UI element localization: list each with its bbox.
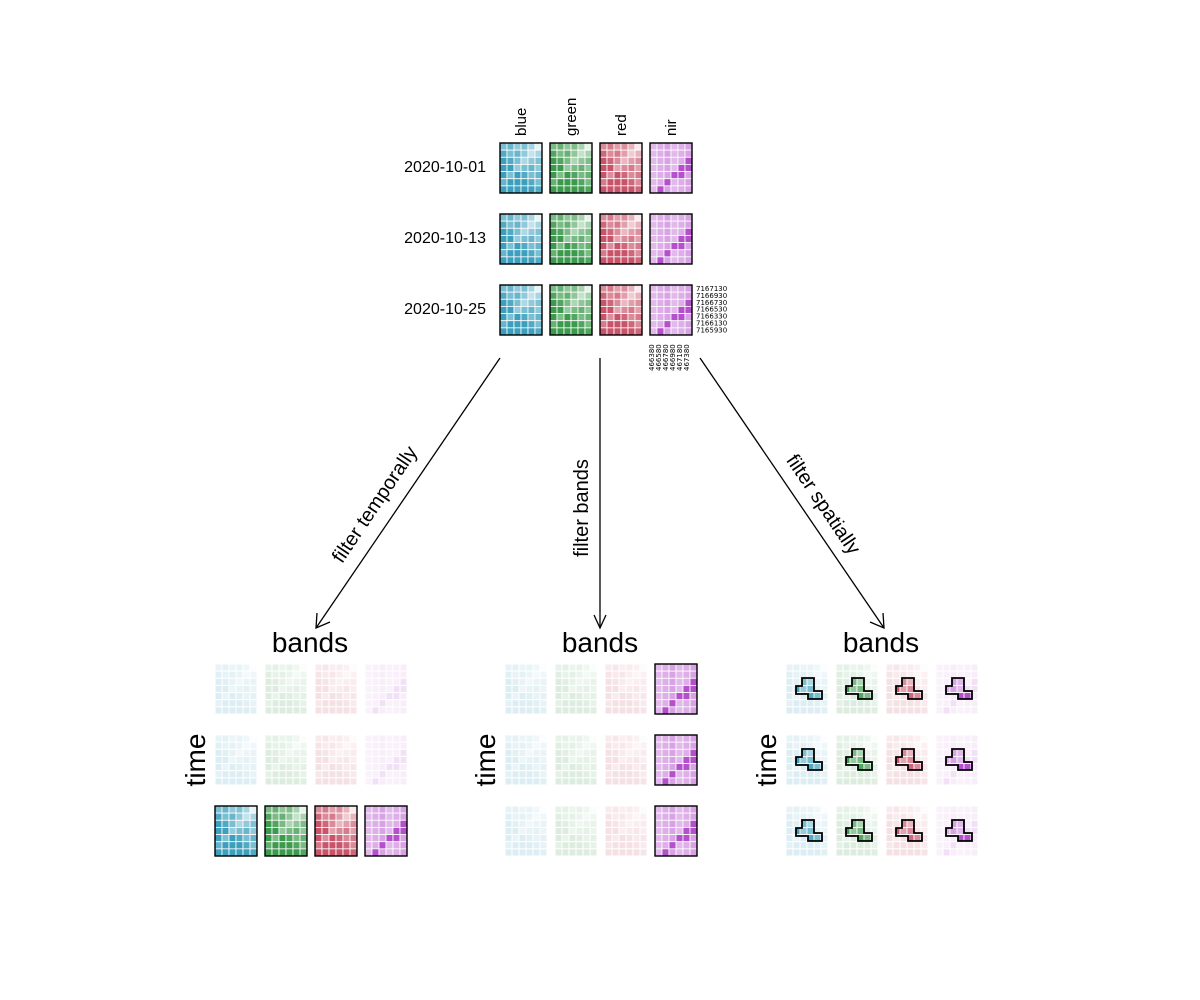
spatial-extent-outline <box>795 677 823 700</box>
y-coordinate-label: 7166730 <box>696 299 727 307</box>
date-label: 2020-10-13 <box>404 230 486 247</box>
spatial-extent-outline <box>945 819 973 842</box>
raster-tile-nir <box>654 805 698 857</box>
x-coordinate-label: 466780 <box>662 344 670 371</box>
result-filter-spatially: bands time <box>751 627 979 857</box>
spatial-extent-outline <box>895 748 923 771</box>
raster-tile-red <box>599 284 643 336</box>
label-filter-spatially: filter spatially <box>782 451 865 559</box>
y-coordinate-label: 7167130 <box>696 285 727 293</box>
spatial-extent-outline <box>795 748 823 771</box>
spatial-extent-outline <box>795 819 823 842</box>
raster-tile-nir <box>649 142 693 194</box>
raster-tile-blue <box>214 805 258 857</box>
spatial-extent-outline <box>895 819 923 842</box>
source-datacube: blue green red nir 2020-10-01 2020-10-13 2020-… <box>404 98 727 371</box>
raster-tile-blue <box>504 734 548 786</box>
raster-tile-green <box>264 805 308 857</box>
bands-axis-title: bands <box>562 627 638 658</box>
raster-tile-green <box>554 663 598 715</box>
raster-tile-nir <box>649 213 693 265</box>
label-filter-bands: filter bands <box>571 459 593 557</box>
raster-tile-red <box>314 805 358 857</box>
result-filter-bands: bands time <box>470 627 698 857</box>
y-coordinate-label: 7165930 <box>696 326 727 334</box>
raster-tile-red <box>314 734 358 786</box>
raster-tile-red <box>599 213 643 265</box>
raster-tile-nir <box>364 805 408 857</box>
raster-tile-blue <box>499 213 543 265</box>
spatial-extent-outline <box>845 819 873 842</box>
band-label-green: green <box>563 98 580 136</box>
band-label-blue: blue <box>513 108 530 136</box>
raster-tile-blue <box>504 663 548 715</box>
raster-tile-nir <box>364 663 408 715</box>
time-axis-title: time <box>470 734 501 787</box>
raster-tile-red <box>314 663 358 715</box>
raster-tile-nir <box>649 284 693 336</box>
raster-tile-green <box>549 284 593 336</box>
spatial-extent-outline <box>895 677 923 700</box>
band-label-red: red <box>613 114 630 136</box>
date-label: 2020-10-01 <box>404 159 486 176</box>
y-coordinate-label: 7166130 <box>696 320 727 328</box>
raster-tile-nir <box>654 663 698 715</box>
raster-tile-nir <box>654 734 698 786</box>
spatial-extent-outline <box>945 748 973 771</box>
time-axis-title: time <box>751 734 782 787</box>
raster-tile-blue <box>499 284 543 336</box>
raster-tile-green <box>549 142 593 194</box>
raster-tile-blue <box>499 142 543 194</box>
arrow-filter-temporally <box>315 357 501 630</box>
raster-tile-green <box>554 805 598 857</box>
bands-axis-title: bands <box>843 627 919 658</box>
x-coordinate-label: 466580 <box>655 344 663 371</box>
raster-tile-red <box>604 663 648 715</box>
raster-tile-blue <box>504 805 548 857</box>
raster-tile-blue <box>214 734 258 786</box>
arrow-filter-bands <box>593 358 607 630</box>
raster-tile-red <box>604 805 648 857</box>
date-label: 2020-10-25 <box>404 301 486 318</box>
raster-tile-red <box>604 734 648 786</box>
raster-tile-red <box>599 142 643 194</box>
raster-tile-blue <box>214 663 258 715</box>
arrow-filter-spatially <box>699 357 885 630</box>
x-coordinate-label: 466380 <box>648 344 656 371</box>
x-coordinate-label: 467180 <box>676 344 684 371</box>
x-coordinate-label: 467380 <box>683 344 691 371</box>
time-axis-title: time <box>180 734 211 787</box>
y-coordinate-label: 7166530 <box>696 306 727 314</box>
label-filter-temporally: filter temporally <box>328 442 422 567</box>
x-coordinate-label: 466980 <box>669 344 677 371</box>
raster-tile-nir <box>364 734 408 786</box>
raster-tile-green <box>549 213 593 265</box>
spatial-extent-outline <box>845 748 873 771</box>
spatial-extent-outline <box>845 677 873 700</box>
result-filter-temporally: bands time <box>180 627 408 857</box>
spatial-extent-outline <box>945 677 973 700</box>
bands-axis-title: bands <box>272 627 348 658</box>
y-coordinate-label: 7166330 <box>696 313 727 321</box>
band-label-nir: nir <box>663 119 680 136</box>
raster-tile-green <box>554 734 598 786</box>
raster-tile-green <box>264 734 308 786</box>
raster-tile-green <box>264 663 308 715</box>
y-coordinate-label: 7166930 <box>696 292 727 300</box>
